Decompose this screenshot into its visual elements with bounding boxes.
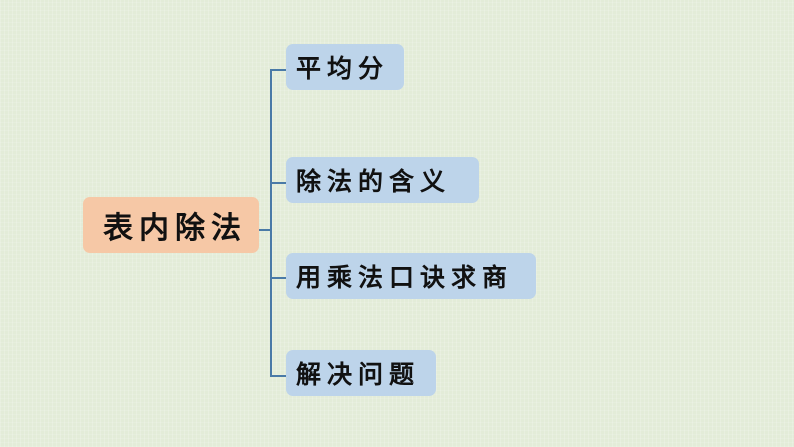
branch-node-2: 除法的含义 bbox=[286, 157, 479, 203]
branch-label: 用乘法口诀求商 bbox=[296, 263, 514, 292]
branch-node-3: 用乘法口诀求商 bbox=[286, 253, 536, 299]
connector-branch-3 bbox=[271, 277, 286, 279]
branch-label: 除法的含义 bbox=[296, 167, 452, 196]
branch-node-1: 平均分 bbox=[286, 44, 404, 90]
connector-branch-2 bbox=[271, 182, 286, 184]
connector-branch-4 bbox=[271, 375, 286, 377]
connector-root-stub bbox=[259, 229, 271, 231]
branch-label: 解决问题 bbox=[296, 360, 421, 389]
connector-vertical-line bbox=[270, 69, 272, 377]
branch-node-4: 解决问题 bbox=[286, 350, 436, 396]
root-label: 表内除法 bbox=[103, 211, 247, 246]
root-node: 表内除法 bbox=[83, 197, 259, 253]
connector-branch-1 bbox=[271, 69, 286, 71]
branch-label: 平均分 bbox=[296, 54, 390, 83]
